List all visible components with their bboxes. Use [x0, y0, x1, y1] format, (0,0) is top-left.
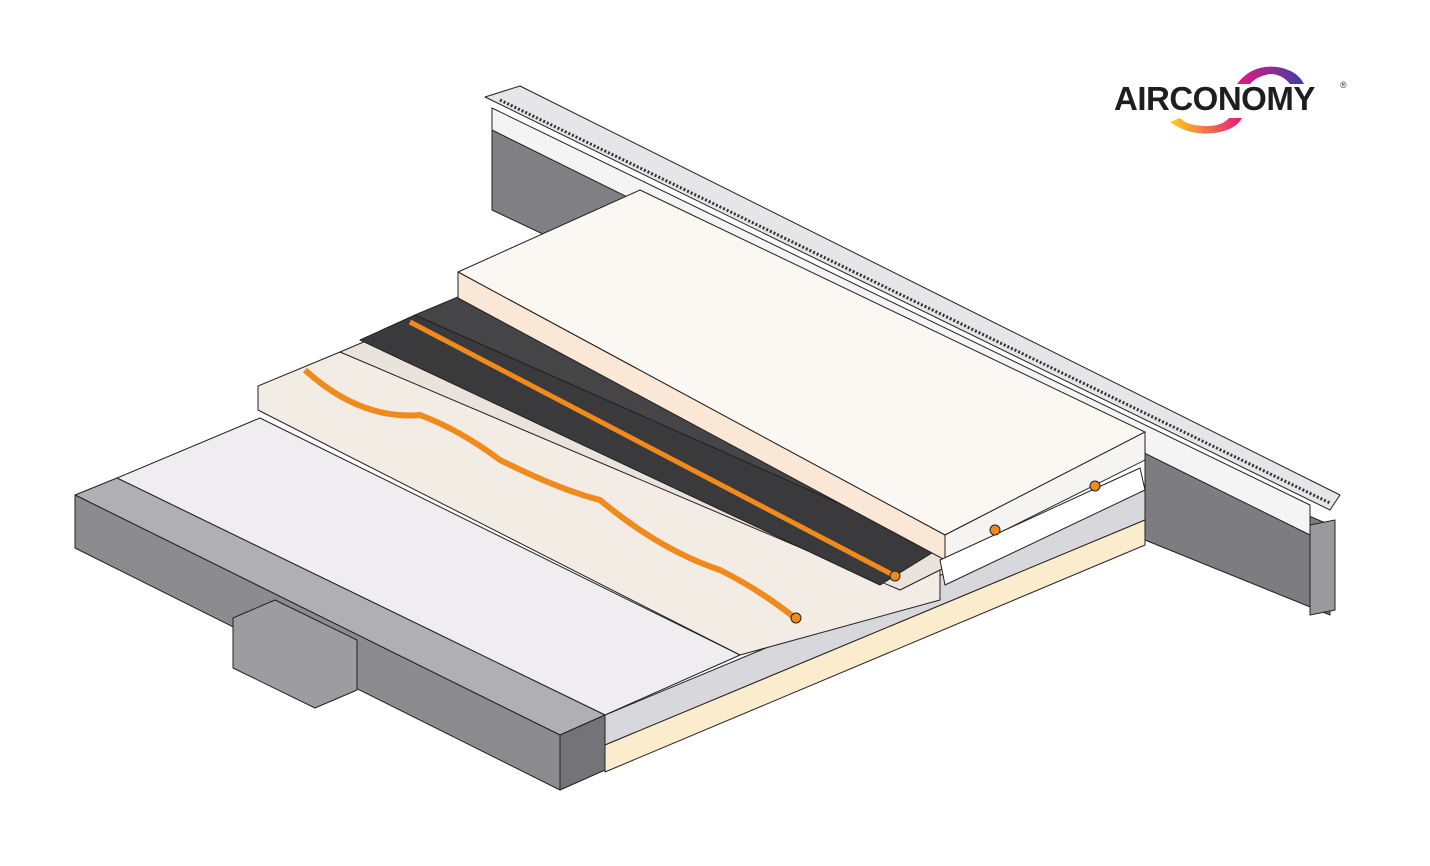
- pedestals: [939, 467, 1146, 586]
- pipe-end: [889, 570, 901, 582]
- pipe-end: [790, 612, 802, 624]
- water-pipe-1: [302, 367, 797, 621]
- logo-swoosh-icon: [1170, 66, 1304, 134]
- wall-trim: [1309, 519, 1336, 616]
- water-pipe-2: [408, 319, 897, 579]
- registered-mark: ®: [1340, 80, 1347, 90]
- duct-side: [559, 714, 606, 791]
- pipe-end: [1089, 480, 1101, 492]
- airconomy-logo: AIRCONOMY ®: [1112, 62, 1352, 137]
- logo-wordmark: AIRCONOMY: [1114, 80, 1315, 117]
- duct-outlet: [232, 599, 358, 709]
- pipe-end: [989, 524, 1001, 536]
